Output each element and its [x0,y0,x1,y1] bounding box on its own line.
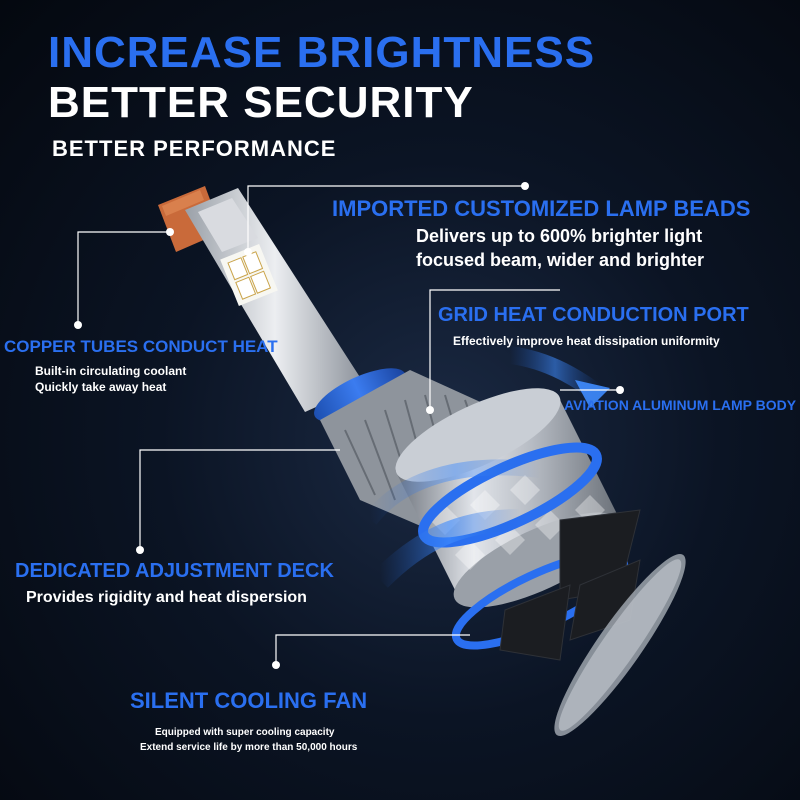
headline-line-1: INCREASE BRIGHTNESS [48,28,596,77]
headline-line-3: BETTER PERFORMANCE [52,136,337,161]
lamp-beads-title: IMPORTED CUSTOMIZED LAMP BEADS [332,196,751,221]
callout-dot-lamp-beads-end [244,248,252,256]
callout-dot-deck [136,546,144,554]
copper-tubes-title: COPPER TUBES CONDUCT HEAT [4,337,278,356]
callout-dot-grid [426,406,434,414]
grid-port-title: GRID HEAT CONDUCTION PORT [438,304,749,326]
adjustment-deck-desc-1: Provides rigidity and heat dispersion [26,589,307,606]
blue-collar-ring [314,368,406,422]
adjustment-deck-title: DEDICATED ADJUSTMENT DECK [15,560,334,582]
cooling-fan-desc-1: Equipped with super cooling capacity [155,727,335,738]
copper-tubes-desc-1: Built-in circulating coolant [35,364,187,378]
cooling-fan [499,509,641,661]
copper-tubes-desc-2: Quickly take away heat [35,380,167,394]
cooling-fan-title: SILENT COOLING FAN [130,688,368,713]
headline-line-2: BETTER SECURITY [48,78,474,127]
grid-port-desc-1: Effectively improve heat dissipation uni… [453,334,720,348]
callout-dot-copper [74,321,82,329]
callout-dot-fan [272,661,280,669]
lamp-beads-desc-1: Delivers up to 600% brighter light [416,226,703,246]
lamp-body-title: AVIATION ALUMINUM LAMP BODY [564,397,797,413]
callout-dot-body [616,386,624,394]
callout-dot-copper-end [166,228,174,236]
airflow-swirl [372,509,521,588]
cooling-fan-desc-2: Extend service life by more than 50,000 … [140,742,358,753]
callout-dot-lamp-beads [521,182,529,190]
lamp-beads-desc-2: focused beam, wider and brighter [416,250,705,270]
